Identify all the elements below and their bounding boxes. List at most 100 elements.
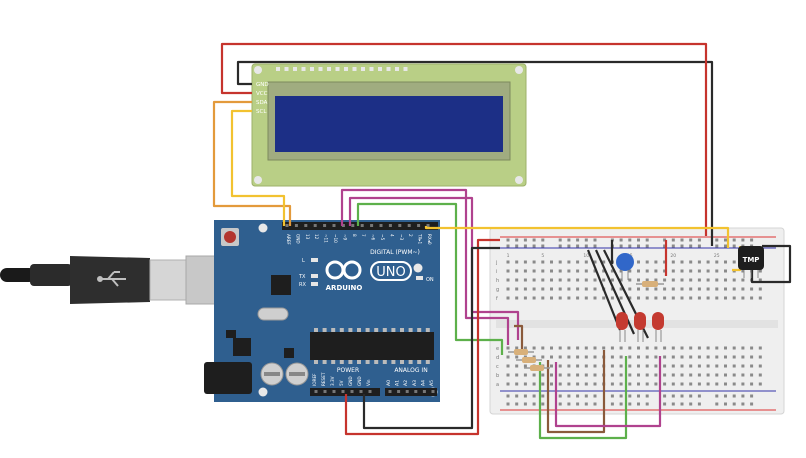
power-jack[interactable] <box>204 362 252 394</box>
breadboard-hole[interactable] <box>697 355 701 359</box>
digital-pin-hole[interactable] <box>398 224 402 227</box>
breadboard-hole[interactable] <box>541 373 545 377</box>
breadboard-hole[interactable] <box>697 238 701 242</box>
breadboard-hole[interactable] <box>550 296 553 300</box>
breadboard-hole[interactable] <box>689 355 693 359</box>
breadboard-hole[interactable] <box>637 394 640 398</box>
lcd-pin-hole[interactable] <box>403 67 408 71</box>
breadboard-hole[interactable] <box>576 402 580 406</box>
breadboard-hole[interactable] <box>532 355 536 359</box>
breadboard-hole[interactable] <box>532 269 536 273</box>
breadboard-hole[interactable] <box>523 364 527 368</box>
breadboard-hole[interactable] <box>610 278 614 282</box>
breadboard-hole[interactable] <box>628 346 632 350</box>
breadboard-hole[interactable] <box>654 269 658 273</box>
breadboard-hole[interactable] <box>593 287 597 291</box>
breadboard-hole[interactable] <box>697 364 701 368</box>
breadboard-hole[interactable] <box>541 269 545 273</box>
digital-pin-hole[interactable] <box>388 224 392 227</box>
breadboard-hole[interactable] <box>645 287 649 291</box>
breadboard-hole[interactable] <box>697 382 701 386</box>
breadboard-hole[interactable] <box>550 278 553 282</box>
breadboard-hole[interactable] <box>532 373 536 377</box>
breadboard-hole[interactable] <box>724 394 727 398</box>
breadboard-hole[interactable] <box>628 269 632 273</box>
breadboard-hole[interactable] <box>680 238 684 242</box>
breadboard-hole[interactable] <box>680 287 684 291</box>
breadboard-hole[interactable] <box>567 382 571 386</box>
lcd-pin-hole[interactable] <box>361 67 365 71</box>
breadboard-hole[interactable] <box>637 269 640 273</box>
digital-pin-hole[interactable] <box>313 224 317 227</box>
analog-pin-hole[interactable] <box>397 390 401 393</box>
breadboard-hole[interactable] <box>750 287 754 291</box>
breadboard-hole[interactable] <box>689 287 693 291</box>
wires[interactable] <box>212 42 792 440</box>
breadboard-hole[interactable] <box>576 278 580 282</box>
breadboard-hole[interactable] <box>697 346 701 350</box>
breadboard-hole[interactable] <box>671 346 675 350</box>
breadboard-hole[interactable] <box>697 287 701 291</box>
breadboard-hole[interactable] <box>593 402 597 406</box>
breadboard-hole[interactable] <box>663 346 667 350</box>
breadboard-hole[interactable] <box>680 346 684 350</box>
breadboard-hole[interactable] <box>567 260 571 264</box>
breadboard-hole[interactable] <box>663 394 667 398</box>
breadboard-hole[interactable] <box>619 238 623 242</box>
breadboard-hole[interactable] <box>506 244 510 248</box>
breadboard-hole[interactable] <box>697 296 701 300</box>
breadboard-hole[interactable] <box>602 296 606 300</box>
breadboard-hole[interactable] <box>697 402 701 406</box>
breadboard-hole[interactable] <box>724 244 727 248</box>
breadboard-hole[interactable] <box>645 269 649 273</box>
analog-header[interactable] <box>385 388 437 396</box>
breadboard-hole[interactable] <box>750 296 754 300</box>
breadboard-hole[interactable] <box>628 394 632 398</box>
breadboard-hole[interactable] <box>550 382 553 386</box>
breadboard-hole[interactable] <box>506 355 510 359</box>
lcd-pin-hole[interactable] <box>395 67 399 71</box>
breadboard-hole[interactable] <box>550 373 553 377</box>
breadboard-hole[interactable] <box>758 373 762 377</box>
breadboard-hole[interactable] <box>567 394 571 398</box>
breadboard-hole[interactable] <box>567 355 571 359</box>
breadboard-hole[interactable] <box>706 373 710 377</box>
breadboard-hole[interactable] <box>732 287 736 291</box>
breadboard-hole[interactable] <box>619 364 623 368</box>
digital-pin-hole[interactable] <box>304 224 308 227</box>
breadboard-hole[interactable] <box>610 402 614 406</box>
breadboard-hole[interactable] <box>680 355 684 359</box>
breadboard-hole[interactable] <box>576 355 580 359</box>
breadboard-hole[interactable] <box>706 296 710 300</box>
breadboard-hole[interactable] <box>610 373 614 377</box>
breadboard-hole[interactable] <box>724 287 727 291</box>
breadboard-hole[interactable] <box>732 278 736 282</box>
breadboard-hole[interactable] <box>645 364 649 368</box>
breadboard-hole[interactable] <box>697 260 701 264</box>
breadboard-hole[interactable] <box>602 346 606 350</box>
breadboard-hole[interactable] <box>584 402 588 406</box>
breadboard-hole[interactable] <box>567 346 571 350</box>
breadboard-hole[interactable] <box>532 296 536 300</box>
breadboard-hole[interactable] <box>680 244 684 248</box>
breadboard-hole[interactable] <box>602 278 606 282</box>
breadboard-hole[interactable] <box>750 373 754 377</box>
breadboard-hole[interactable] <box>515 355 519 359</box>
breadboard-hole[interactable] <box>741 296 745 300</box>
breadboard-hole[interactable] <box>637 278 640 282</box>
breadboard-hole[interactable] <box>550 260 553 264</box>
breadboard-hole[interactable] <box>567 373 571 377</box>
digital-pin-hole[interactable] <box>407 224 411 227</box>
breadboard-hole[interactable] <box>619 278 623 282</box>
breadboard-hole[interactable] <box>750 394 754 398</box>
breadboard-hole[interactable] <box>654 355 658 359</box>
breadboard-hole[interactable] <box>645 355 649 359</box>
breadboard-hole[interactable] <box>645 260 649 264</box>
breadboard-hole[interactable] <box>663 244 667 248</box>
breadboard-hole[interactable] <box>576 346 580 350</box>
breadboard-hole[interactable] <box>758 346 762 350</box>
breadboard-hole[interactable] <box>541 355 545 359</box>
power-pin-hole[interactable] <box>350 390 354 393</box>
breadboard-hole[interactable] <box>637 364 640 368</box>
breadboard-hole[interactable] <box>619 402 623 406</box>
